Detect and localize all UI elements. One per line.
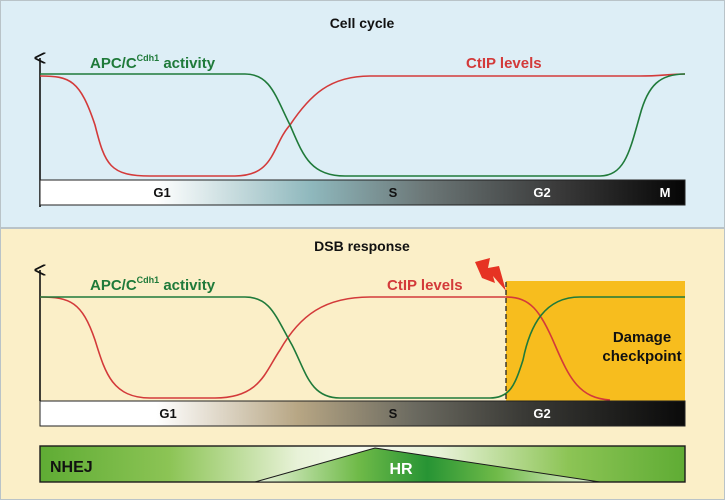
top-ctip-label: CtIP levels bbox=[466, 55, 542, 72]
top-ctip-curve bbox=[39, 73, 686, 177]
top-apc-label: APC/CCdh1 activity bbox=[90, 53, 216, 72]
bottom-ctip-curve bbox=[39, 296, 611, 401]
hr-label: HR bbox=[389, 461, 413, 478]
bottom-phase-bar bbox=[39, 400, 686, 427]
top-phase-bar bbox=[39, 179, 686, 206]
damage-checkpoint-box bbox=[506, 281, 685, 401]
dna-damage-lightning-icon bbox=[475, 258, 506, 291]
nhej-label: NHEJ bbox=[50, 459, 93, 476]
top-phase-s: S bbox=[389, 185, 398, 200]
top-phase-g2: G2 bbox=[533, 185, 550, 200]
bottom-apc-label: APC/CCdh1 activity bbox=[90, 275, 216, 294]
bottom-ctip-label: CtIP levels bbox=[387, 277, 463, 294]
cell-cycle-title: Cell cycle bbox=[330, 15, 395, 31]
bottom-phase-g1: G1 bbox=[159, 406, 176, 421]
bottom-phase-g2: G2 bbox=[533, 406, 550, 421]
hr-triangle bbox=[254, 447, 601, 483]
bottom-apc-curve bbox=[40, 296, 685, 399]
top-apc-curve bbox=[40, 73, 686, 177]
top-phase-m: M bbox=[660, 185, 671, 200]
top-phase-g1: G1 bbox=[153, 185, 170, 200]
bottom-phase-s: S bbox=[389, 406, 398, 421]
dsb-response-title: DSB response bbox=[314, 238, 410, 254]
